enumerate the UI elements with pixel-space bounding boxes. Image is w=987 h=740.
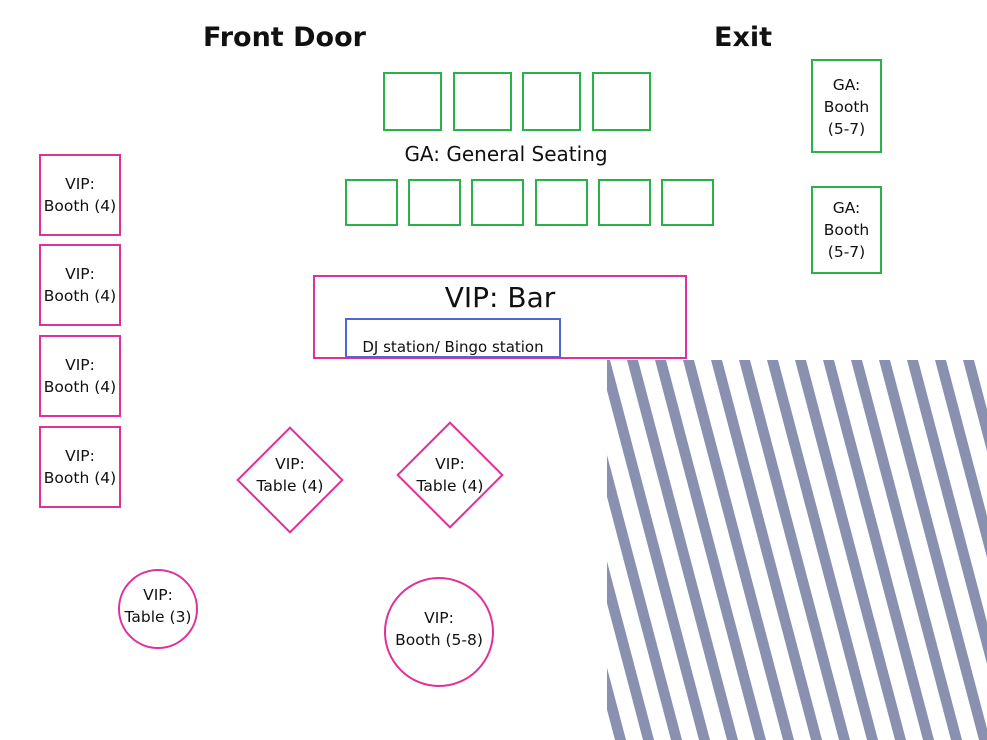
- exit-heading: Exit: [714, 22, 773, 53]
- ga-seat: [535, 179, 588, 226]
- vip-booth: VIP: Booth (4): [39, 426, 121, 508]
- vip-booth-label: VIP: Booth (4): [43, 175, 117, 215]
- vip-round-booth: [384, 577, 494, 687]
- vip-booth-label: VIP: Booth (4): [43, 447, 117, 487]
- ga-seat: [408, 179, 461, 226]
- ga-booth: GA: Booth (5-7): [811, 186, 882, 274]
- hatched-area: [607, 360, 987, 740]
- hatch-stripe: [795, 360, 906, 740]
- hatch-stripe: [607, 455, 682, 740]
- ga-general-seating-label: GA: General Seating: [404, 142, 608, 166]
- ga-seat: [453, 72, 512, 131]
- ga-seat: [592, 72, 651, 131]
- ga-seat: [471, 179, 524, 226]
- vip-booth-label: VIP: Booth (4): [43, 265, 117, 305]
- vip-round-booth-label: VIP: Booth (5-8): [395, 609, 483, 649]
- vip-booth: VIP: Booth (4): [39, 154, 121, 236]
- vip-bar-label: VIP: Bar: [444, 281, 556, 314]
- ga-seat: [522, 72, 581, 131]
- ga-seat: [345, 179, 398, 226]
- hatch-stripe: [767, 360, 878, 740]
- ga-booth: GA: Booth (5-7): [811, 59, 882, 153]
- vip-round-table-label: VIP: Table (3): [124, 586, 192, 626]
- hatch-stripe: [627, 360, 738, 740]
- dj-bingo-station-label: DJ station/ Bingo station: [362, 338, 544, 356]
- hatch-stripe: [683, 360, 794, 740]
- vip-table-label: VIP: Table (4): [416, 455, 484, 495]
- ga-booth-label: GA: Booth (5-7): [823, 76, 870, 138]
- dj-bingo-station: DJ station/ Bingo station: [345, 318, 561, 358]
- hatch-stripe: [823, 360, 934, 740]
- ga-seat: [598, 179, 651, 226]
- hatch-stripe: [655, 360, 766, 740]
- vip-table-label: VIP: Table (4): [256, 455, 324, 495]
- vip-booth: VIP: Booth (4): [39, 244, 121, 326]
- hatch-stripe: [711, 360, 822, 740]
- vip-round-table: [118, 569, 198, 649]
- hatch-stripe: [879, 360, 987, 740]
- hatch-stripe: [963, 360, 987, 452]
- ga-seat: [383, 72, 442, 131]
- hatch-stripe: [607, 360, 710, 740]
- ga-seat: [661, 179, 714, 226]
- hatch-stripe: [851, 360, 962, 740]
- hatch-stripe: [739, 360, 850, 740]
- ga-booth-label: GA: Booth (5-7): [823, 199, 870, 261]
- hatch-stripe: [907, 360, 987, 664]
- front-door-heading: Front Door: [203, 22, 366, 53]
- vip-booth: VIP: Booth (4): [39, 335, 121, 417]
- vip-booth-label: VIP: Booth (4): [43, 356, 117, 396]
